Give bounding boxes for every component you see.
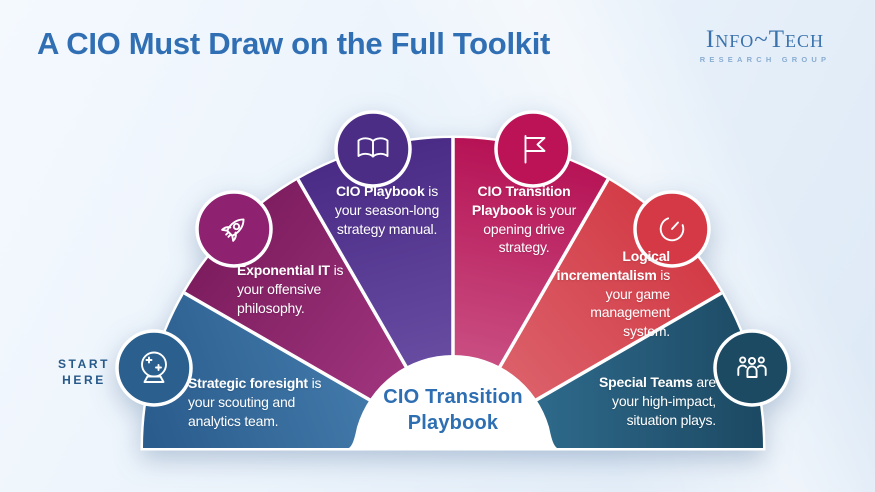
center-title: CIO Transition Playbook	[363, 385, 543, 436]
segment-label-rest: is your opening drive strategy.	[483, 201, 577, 256]
center-dome	[344, 355, 562, 450]
segment-label-bold: Exponential IT	[237, 262, 330, 278]
segment-label-cio-transition-playbook: CIO Transition Playbook is your opening …	[464, 182, 584, 257]
company-logo: Info~Tech RESEARCH GROUP	[681, 27, 849, 64]
segment-label-logical-incrementalism: Logical incrementalism is your game mana…	[556, 247, 671, 341]
open-book-icon	[334, 110, 412, 188]
segment-label-bold: CIO Playbook	[335, 183, 425, 199]
start-here-line2: HERE	[62, 373, 106, 388]
start-here-label: START HERE	[48, 356, 120, 388]
segment-label-bold: CIO Transition Playbook	[471, 183, 571, 218]
segment-label-rest: is your game management system.	[590, 266, 670, 339]
center-title-line2: Playbook	[407, 411, 499, 434]
segment-label-bold: Strategic foresight	[188, 375, 308, 391]
rocket-icon	[195, 190, 273, 268]
segment-label-rest: is your season-long strategy manual.	[334, 183, 440, 237]
center-title-line1: CIO Transition	[383, 386, 523, 408]
segment-label-exponential-it: Exponential IT is your offensive philoso…	[237, 261, 347, 317]
flag-icon	[494, 110, 572, 188]
page-title: A CIO Must Draw on the Full Toolkit	[37, 26, 551, 61]
segment-label-cio-playbook: CIO Playbook is your season-long strateg…	[323, 182, 451, 238]
segment-label-strategic-foresight: Strategic foresight is your scouting and…	[188, 374, 342, 430]
segment-label-special-teams: Special Teams are your high-impact, situ…	[586, 373, 716, 429]
people-group-icon	[713, 329, 791, 407]
start-here-line1: START	[57, 357, 111, 371]
segment-label-rest: is your scouting and analytics team.	[188, 375, 322, 429]
segment-label-bold: Logical incrementalism	[556, 248, 671, 283]
logo-subtitle: RESEARCH GROUP	[699, 55, 831, 64]
crystal-ball-icon	[115, 329, 193, 407]
logo-wordmark: Info~Tech	[705, 26, 825, 53]
segment-label-bold: Special Teams	[599, 374, 693, 390]
segment-label-rest: are your high-impact, situation plays.	[612, 374, 716, 428]
segment-label-rest: is your offensive philosophy.	[237, 262, 344, 316]
timer-icon	[633, 190, 711, 268]
